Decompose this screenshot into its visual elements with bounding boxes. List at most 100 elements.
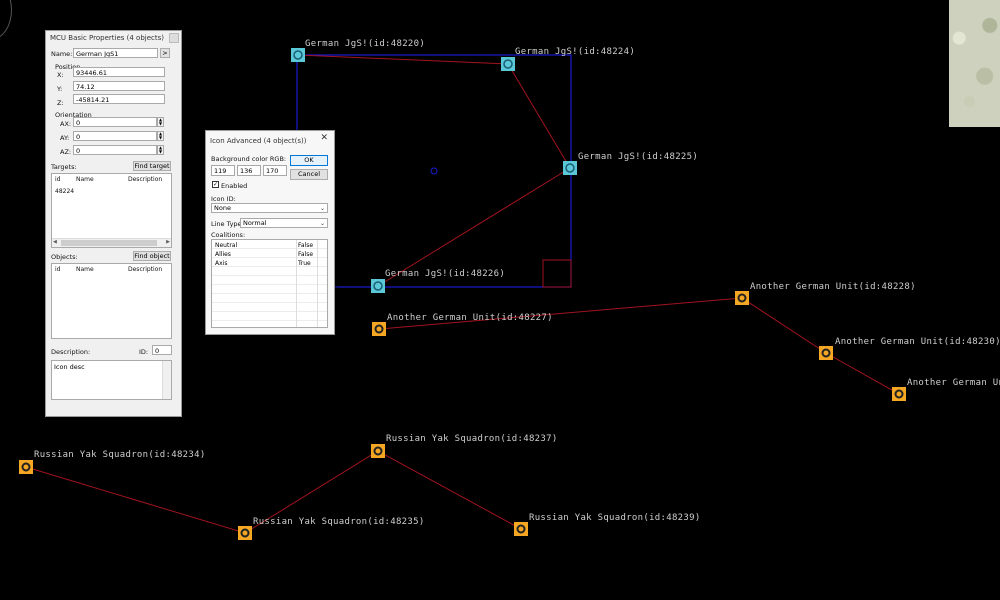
description-text: Icon desc [54,363,85,371]
coalition-name: Neutral [215,242,238,249]
coalition-name: Axis [215,260,228,267]
panel-scroll-up[interactable] [169,33,179,43]
column-header[interactable]: Description [128,266,163,273]
targets-list[interactable]: id Name Description 48224 ◀ ▶ [51,173,172,248]
close-icon[interactable]: ✕ [320,133,328,143]
column-header[interactable]: Name [76,266,94,273]
selection-corner-marker [542,259,572,288]
unit-label: Russian Yak Squadron(id:48235) [253,517,425,527]
line-type-select[interactable]: Normal ⌄ [240,218,328,228]
objects-label: Objects: [51,253,78,261]
chevron-down-icon: ⌄ [319,205,325,212]
unit-icon[interactable] [371,444,385,458]
coalition-value[interactable]: True [298,260,311,267]
flight-icon[interactable] [291,48,305,62]
x-field[interactable]: 93446.61 [73,67,165,77]
find-object-button[interactable]: Find object [133,251,171,261]
unit-icon[interactable] [372,322,386,336]
unit-label: Russian Yak Squadron(id:48234) [34,450,206,460]
column-header[interactable]: Name [76,176,94,183]
unit-label: Russian Yak Squadron(id:48239) [529,513,701,523]
scroll-thumb[interactable] [61,240,157,246]
icon-id-label: Icon ID: [211,195,236,203]
vertical-scrollbar[interactable] [162,361,171,399]
y-field[interactable]: 74.12 [73,81,165,91]
y-label: Y: [57,85,63,93]
position-group-label: Position [55,63,81,71]
enabled-checkbox[interactable]: ✓ [212,181,219,188]
column-header[interactable]: Description [128,176,163,183]
red-field[interactable]: 119 [211,165,235,176]
coalitions-label: Coalitions: [211,231,246,239]
grid-divider [317,240,318,327]
az-label: AZ: [60,148,72,156]
ay-spinner[interactable]: ▲▼ [157,131,164,141]
ax-label: AX: [60,120,72,128]
coalition-name: Allies [215,251,231,258]
flight-label: German JgS!(id:48224) [515,47,636,57]
terrain-tile [949,0,1000,127]
unit-label: Russian Yak Squadron(id:48237) [386,434,558,444]
flight-label: German JgS!(id:48220) [305,39,426,49]
unit-icon[interactable] [819,346,833,360]
flight-icon[interactable] [371,279,385,293]
bg-color-label: Background color RGB: [211,155,287,163]
horizontal-scrollbar[interactable]: ◀ ▶ [52,238,171,247]
scroll-right-icon[interactable]: ▶ [166,239,170,245]
coalition-row[interactable]: Allies False [214,250,325,259]
unit-label: Another German Uni [907,378,1000,388]
name-expand-button[interactable]: > [160,48,170,58]
az-field[interactable]: 0 [73,145,157,155]
unit-icon[interactable] [892,387,906,401]
objects-list[interactable]: id Name Description [51,263,172,339]
flight-icon[interactable] [501,57,515,71]
targets-label: Targets: [51,163,77,171]
list-item[interactable]: 48224 [55,188,75,195]
coalition-value[interactable]: False [298,251,314,258]
green-field[interactable]: 136 [237,165,261,176]
column-header[interactable]: id [55,176,61,183]
unit-icon[interactable] [514,522,528,536]
unit-label: Another German Unit(id:48230) [835,337,1000,347]
icon-id-select[interactable]: None ⌄ [211,203,328,213]
z-label: Z: [57,99,64,107]
ok-button[interactable]: OK [290,155,328,166]
cancel-button[interactable]: Cancel [290,169,328,180]
dialog-title: Icon Advanced (4 object(s)) [210,137,307,145]
find-target-button[interactable]: Find target [133,161,171,171]
icon-advanced-dialog: Icon Advanced (4 object(s)) ✕ Background… [205,130,335,335]
orientation-group-label: Orientation [55,111,92,119]
name-label: Name: [51,50,73,58]
coalition-value[interactable]: False [298,242,314,249]
blue-field[interactable]: 170 [263,165,287,176]
coalition-row[interactable]: Neutral False [214,241,325,250]
selection-center-marker [430,167,438,175]
id-label: ID: [139,348,149,356]
z-field[interactable]: -45814.21 [73,94,165,104]
ay-label: AY: [60,134,70,142]
chevron-down-icon: ⌄ [319,220,325,227]
icon-id-value: None [214,204,231,212]
line-type-label: Line Type: [211,220,244,228]
flight-icon[interactable] [563,161,577,175]
az-spinner[interactable]: ▲▼ [157,145,164,155]
column-header[interactable]: id [55,266,61,273]
coalition-row[interactable]: Axis True [214,259,325,268]
enabled-label: Enabled [221,182,248,190]
unit-icon[interactable] [238,526,252,540]
line-type-value: Normal [243,219,267,227]
unit-icon[interactable] [19,460,33,474]
flight-label: German JgS!(id:48225) [578,152,699,162]
coalitions-grid[interactable]: Neutral False Allies False Axis True [211,239,328,328]
ax-spinner[interactable]: ▲▼ [157,117,164,127]
ax-field[interactable]: 0 [73,117,157,127]
scroll-left-icon[interactable]: ◀ [53,239,57,245]
unit-icon[interactable] [735,291,749,305]
description-textarea[interactable]: Icon desc [51,360,172,400]
description-label: Description: [51,348,91,356]
grid-divider [296,240,297,327]
name-field[interactable]: German JgS1 [73,48,158,58]
id-field[interactable]: 0 [152,345,172,355]
ay-field[interactable]: 0 [73,131,157,141]
